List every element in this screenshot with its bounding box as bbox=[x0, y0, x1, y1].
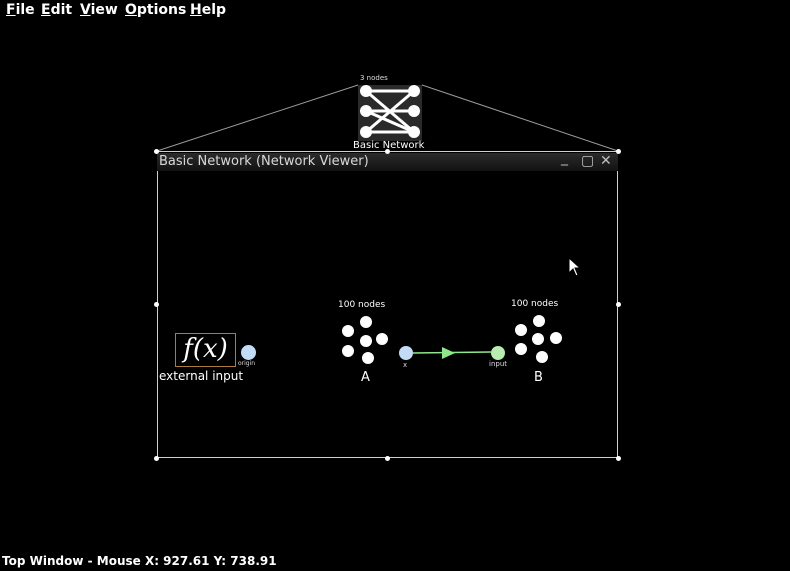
ensemble-a-label: A bbox=[361, 370, 370, 385]
minimize-icon[interactable]: _ bbox=[561, 150, 568, 166]
menu-view[interactable]: View bbox=[80, 2, 118, 18]
network-graph-icon bbox=[360, 85, 420, 138]
resize-handle-n[interactable] bbox=[385, 149, 390, 154]
mouse-pointer-icon bbox=[568, 257, 582, 277]
network-name-label: Basic Network bbox=[353, 140, 425, 151]
resize-handle-s[interactable] bbox=[385, 456, 390, 461]
resize-handle-ne[interactable] bbox=[616, 149, 621, 154]
resize-handle-w[interactable] bbox=[154, 302, 159, 307]
x-terminal-label: x bbox=[403, 361, 408, 369]
resize-handle-sw[interactable] bbox=[154, 456, 159, 461]
x-terminal[interactable] bbox=[399, 346, 413, 360]
function-input-node[interactable]: f(x) bbox=[175, 333, 236, 367]
menu-help[interactable]: Help bbox=[190, 2, 227, 18]
ensemble-b-label: B bbox=[534, 370, 543, 385]
ensemble-b-node[interactable] bbox=[512, 313, 564, 367]
ensemble-b-count: 100 nodes bbox=[511, 299, 559, 309]
menu-bar: File Edit View Options Help bbox=[0, 0, 790, 22]
maximize-icon[interactable]: ▢ bbox=[581, 153, 595, 169]
menu-options[interactable]: Options bbox=[125, 2, 187, 18]
external-input-label: external input bbox=[159, 369, 244, 383]
status-bar: Top Window - Mouse X: 927.61 Y: 738.91 bbox=[2, 554, 277, 568]
ensemble-a-node[interactable] bbox=[340, 314, 392, 368]
origin-label: origin bbox=[238, 360, 256, 367]
close-icon[interactable]: ✕ bbox=[600, 153, 612, 169]
resize-handle-e[interactable] bbox=[616, 302, 621, 307]
menu-file[interactable]: File bbox=[6, 2, 35, 18]
basic-network-node[interactable] bbox=[358, 85, 422, 141]
network-node-count: 3 nodes bbox=[360, 74, 388, 82]
ensemble-a-count: 100 nodes bbox=[338, 300, 386, 310]
origin-terminal[interactable] bbox=[241, 345, 256, 360]
viewer-titlebar[interactable]: Basic Network (Network Viewer) _ ▢ ✕ bbox=[157, 150, 618, 171]
menu-edit[interactable]: Edit bbox=[41, 2, 73, 18]
resize-handle-nw[interactable] bbox=[154, 149, 159, 154]
viewer-title: Basic Network (Network Viewer) bbox=[159, 154, 369, 169]
input-terminal-label: input bbox=[489, 360, 508, 368]
input-terminal[interactable] bbox=[491, 346, 505, 360]
resize-handle-se[interactable] bbox=[616, 456, 621, 461]
